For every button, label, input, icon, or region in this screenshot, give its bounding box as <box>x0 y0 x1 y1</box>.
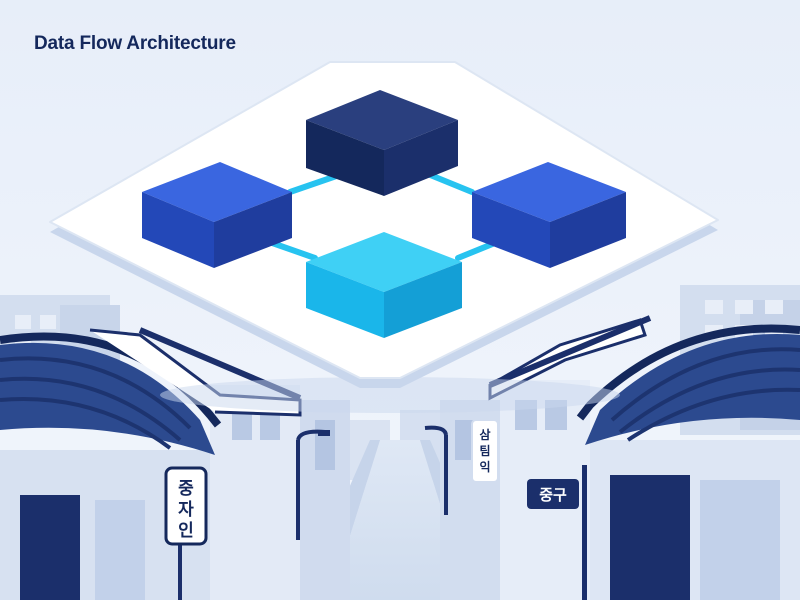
sign-left-char-3: 인 <box>178 521 194 541</box>
sign-pole-right <box>582 465 587 600</box>
node-right <box>472 162 626 268</box>
sign-left-char-1: 중 <box>178 479 194 499</box>
road <box>330 440 470 600</box>
sign-right-text: 중구 <box>539 486 567 504</box>
sign-middle-char-2: 팀 <box>479 444 490 458</box>
node-top <box>306 90 458 196</box>
sign-left: 중 자 인 <box>164 466 208 546</box>
architecture-platform <box>49 61 719 413</box>
sign-middle: 삼 팀 익 <box>471 419 499 483</box>
sign-middle-char-1: 삼 <box>479 427 490 442</box>
street-lamp-right <box>424 425 448 515</box>
sign-middle-char-3: 익 <box>479 460 490 474</box>
node-left <box>142 162 292 268</box>
sign-left-char-2: 자 <box>178 500 194 520</box>
page-title: Data Flow Architecture <box>34 33 236 54</box>
node-bottom <box>306 232 462 338</box>
sign-right: 중구 <box>527 479 579 509</box>
street-lamp-left <box>296 429 330 540</box>
